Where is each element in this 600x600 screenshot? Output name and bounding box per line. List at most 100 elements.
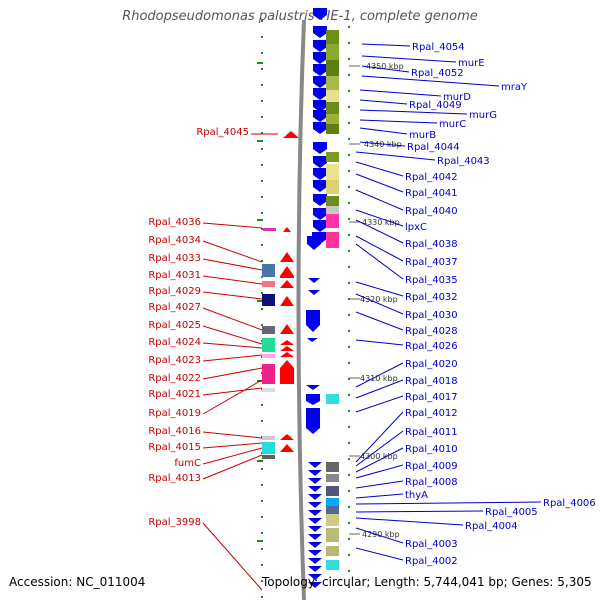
scale-dot: [261, 212, 263, 214]
scale-dot: [261, 36, 263, 38]
reverse-gene-block: [326, 60, 339, 76]
left-gene-label: Rpal_4033: [148, 253, 201, 264]
reverse-gene: [313, 52, 327, 64]
forward-gene-block: [262, 436, 275, 440]
reverse-gene: [313, 220, 327, 232]
left-gene-label: Rpal_4045: [196, 127, 249, 138]
scale-dot: [261, 404, 263, 406]
scale-tick-label: 4310 kbp: [360, 374, 398, 383]
scale-dot: [348, 410, 350, 412]
reverse-gene: [308, 486, 322, 492]
reverse-gene: [306, 385, 320, 390]
right-label-connector: [355, 510, 484, 513]
scale-dot: [348, 58, 350, 60]
scale-major-tick: [257, 140, 263, 142]
right-gene-label: Rpal_4026: [405, 341, 458, 352]
reverse-gene: [306, 394, 320, 405]
scale-dot: [261, 468, 263, 470]
forward-gene: [283, 131, 299, 138]
scale-dot: [348, 282, 350, 284]
reverse-gene: [313, 40, 327, 52]
forward-gene-block: [262, 281, 275, 287]
right-label-connector: [355, 219, 404, 244]
scale-dot: [348, 346, 350, 348]
left-gene-label: Rpal_4025: [148, 320, 201, 331]
reverse-gene: [308, 502, 322, 508]
reverse-gene: [308, 478, 322, 484]
right-label-connector: [355, 501, 542, 505]
left-label-connector: [202, 447, 263, 465]
right-label-connector: [361, 43, 411, 47]
right-gene-label: Rpal_4012: [405, 408, 458, 419]
reverse-gene-block: [326, 124, 339, 134]
reverse-gene: [308, 534, 322, 540]
forward-gene-block: [262, 388, 275, 392]
scale-dot: [348, 426, 350, 428]
reverse-gene: [308, 582, 322, 588]
right-gene-label: Rpal_4011: [405, 427, 458, 438]
right-gene-label: Rpal_4049: [409, 100, 462, 111]
scale-dot: [261, 116, 263, 118]
right-gene-label: Rpal_4041: [405, 188, 458, 199]
reverse-gene-block: [326, 30, 339, 44]
scale-major-tick: [257, 62, 263, 64]
left-gene-label: Rpal_3998: [148, 517, 201, 528]
right-gene-label: murC: [439, 119, 466, 130]
scale-dot: [348, 154, 350, 156]
scale-dot: [348, 554, 350, 556]
right-label-connector: [355, 379, 404, 399]
reverse-gene-block: [326, 514, 339, 526]
right-gene-label: Rpal_4054: [412, 42, 465, 53]
right-label-connector: [355, 527, 404, 544]
right-label-connector: [355, 547, 404, 561]
reverse-gene-block: [326, 164, 339, 180]
forward-gene: [283, 227, 291, 232]
reverse-gene-block: [326, 214, 339, 228]
reverse-gene-block: [326, 90, 339, 102]
scale-dot: [348, 522, 350, 524]
right-gene-label: murG: [469, 110, 497, 121]
genome-title: Rhodopseudomonas palustris TIE-1, comple…: [122, 9, 478, 24]
left-gene-label: Rpal_4027: [148, 302, 201, 313]
reverse-gene: [313, 100, 327, 112]
scale-dot: [261, 52, 263, 54]
forward-gene-block: [262, 364, 275, 384]
right-gene-label: Rpal_4017: [405, 392, 458, 403]
left-label-connector: [202, 240, 263, 263]
right-gene-label: Rpal_4005: [485, 507, 538, 518]
reverse-gene: [313, 26, 327, 38]
reverse-gene-block: [326, 486, 339, 496]
right-label-connector: [361, 55, 457, 63]
scale-dot: [348, 250, 350, 252]
scale-dot: [348, 202, 350, 204]
scale-dot: [348, 138, 350, 140]
right-gene-label: Rpal_4042: [405, 172, 458, 183]
right-label-connector: [355, 362, 404, 388]
reverse-gene: [313, 180, 327, 192]
right-label-connector: [355, 189, 404, 211]
forward-gene-block: [263, 228, 276, 231]
left-label-connector: [202, 522, 263, 591]
scale-dot: [348, 586, 350, 588]
scale-dot: [348, 362, 350, 364]
scale-tick-label: 4350 kbp: [366, 62, 404, 71]
reverse-gene-block: [326, 474, 339, 482]
scale-dot: [261, 548, 263, 550]
scale-dot: [348, 394, 350, 396]
scale-dot: [261, 180, 263, 182]
right-gene-label: Rpal_4008: [405, 477, 458, 488]
genome-summary-text: Topology: circular; Length: 5,744,041 bp…: [262, 575, 592, 589]
scale-major-tick: [257, 300, 263, 302]
right-label-connector: [355, 447, 404, 473]
right-gene-label: thyA: [405, 490, 428, 501]
left-label-connector: [202, 342, 263, 349]
reverse-gene-block: [326, 206, 339, 214]
reverse-gene: [313, 156, 327, 168]
reverse-gene: [308, 278, 320, 283]
right-gene-label: Rpal_4009: [405, 461, 458, 472]
scale-dot: [348, 74, 350, 76]
reverse-gene: [313, 8, 327, 20]
right-gene-label: lpxC: [405, 222, 427, 233]
scale-dot: [348, 506, 350, 508]
